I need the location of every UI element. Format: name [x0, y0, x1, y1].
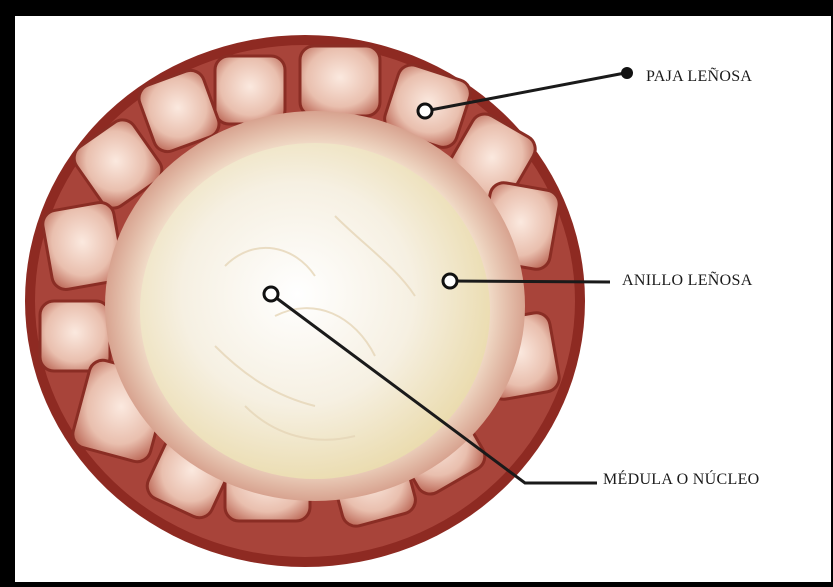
label-anillo-lenosa: ANILLO LEÑOSA: [622, 272, 753, 290]
label-medula-nucleo: MÉDULA O NÚCLEO: [603, 471, 760, 489]
medula-marker: [264, 287, 278, 301]
label-paja-lenosa: PAJA LEÑOSA: [646, 68, 752, 86]
paja-endpoint-dot: [621, 67, 633, 79]
anillo-marker: [443, 274, 457, 288]
pith-core: [140, 143, 490, 479]
corn-cob-cross-section: [15, 16, 831, 582]
diagram-panel: PAJA LEÑOSA ANILLO LEÑOSA MÉDULA O NÚCLE…: [15, 16, 831, 582]
paja-marker: [418, 104, 432, 118]
